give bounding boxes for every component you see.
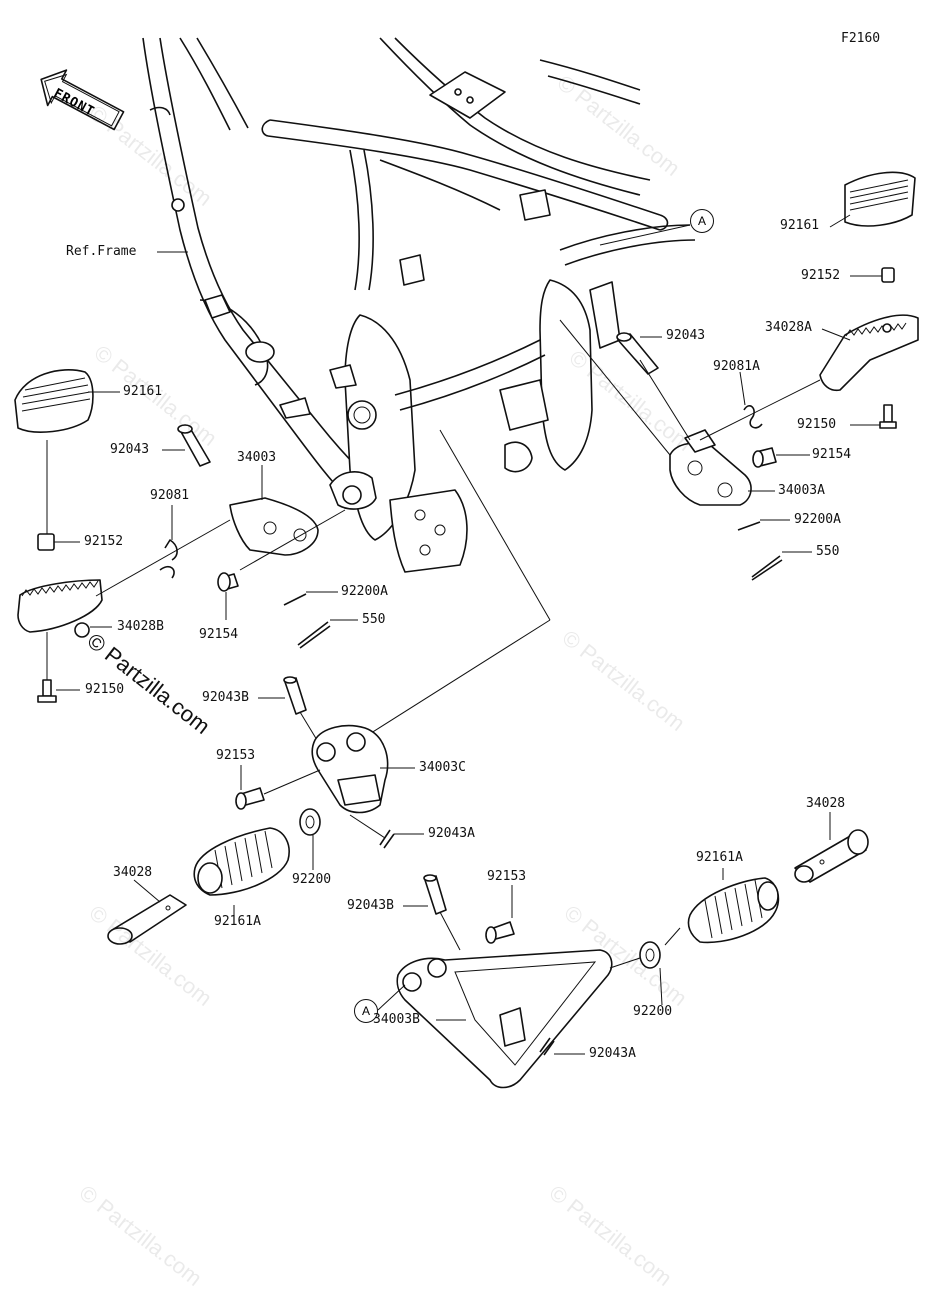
part-number-label[interactable]: 92200 (633, 1004, 673, 1019)
part-number-label[interactable]: 92161 (123, 384, 163, 399)
part-number-label[interactable]: 92154 (199, 627, 239, 642)
part-number-label[interactable]: 34028A (765, 320, 812, 335)
part-number-label[interactable]: 92043A (589, 1046, 636, 1061)
part-number-label[interactable]: 34003A (778, 483, 825, 498)
part-number-label[interactable]: 550 (816, 544, 840, 559)
part-number-label[interactable]: 92200A (341, 584, 388, 599)
part-number-label[interactable]: 92153 (487, 869, 527, 884)
leader-lines (54, 214, 882, 1055)
part-number-label[interactable]: 92200 (292, 872, 332, 887)
part-number-label[interactable]: 92161 (780, 218, 820, 233)
left-footpeg-assembly (14, 369, 346, 703)
frame-illustration (142, 37, 696, 573)
part-number-label[interactable]: 92154 (812, 447, 852, 462)
part-number-label[interactable]: 92161A (214, 914, 261, 929)
part-number-label[interactable]: 92150 (85, 682, 125, 697)
callout-marker: A (354, 999, 378, 1023)
part-number-label[interactable]: 92043A (428, 826, 475, 841)
part-number-label[interactable]: 92081 (150, 488, 190, 503)
part-number-label[interactable]: 92152 (84, 534, 124, 549)
part-number-label[interactable]: 92200A (794, 512, 841, 527)
ref-frame-label: Ref.Frame (66, 244, 137, 259)
part-number-label[interactable]: 92081A (713, 359, 760, 374)
diagram-id: F2160 (841, 31, 881, 46)
part-number-label[interactable]: 92161A (696, 850, 743, 865)
part-number-label[interactable]: 92152 (801, 268, 841, 283)
part-number-label[interactable]: 92043 (110, 442, 150, 457)
part-number-label[interactable]: 92043 (666, 328, 706, 343)
part-number-label[interactable]: 34028B (117, 619, 164, 634)
right-footpeg-assembly (559, 171, 919, 581)
part-number-label[interactable]: 92153 (216, 748, 256, 763)
part-number-label[interactable]: 92043B (202, 690, 249, 705)
callout-marker: A (690, 209, 714, 233)
part-number-label[interactable]: 92043B (347, 898, 394, 913)
passenger-bracket-assembly (107, 429, 551, 945)
part-number-label[interactable]: 34003C (419, 760, 466, 775)
front-arrow-icon (40, 69, 125, 131)
part-number-label[interactable]: 34003 (237, 450, 277, 465)
parts-diagram (14, 37, 919, 1089)
part-number-label[interactable]: 92150 (797, 417, 837, 432)
part-number-label[interactable]: 34003B (373, 1012, 420, 1027)
part-number-label[interactable]: 34028 (113, 865, 153, 880)
part-number-label[interactable]: 550 (362, 612, 386, 627)
part-number-label[interactable]: 34028 (806, 796, 846, 811)
lower-bracket-assembly (377, 829, 869, 1089)
